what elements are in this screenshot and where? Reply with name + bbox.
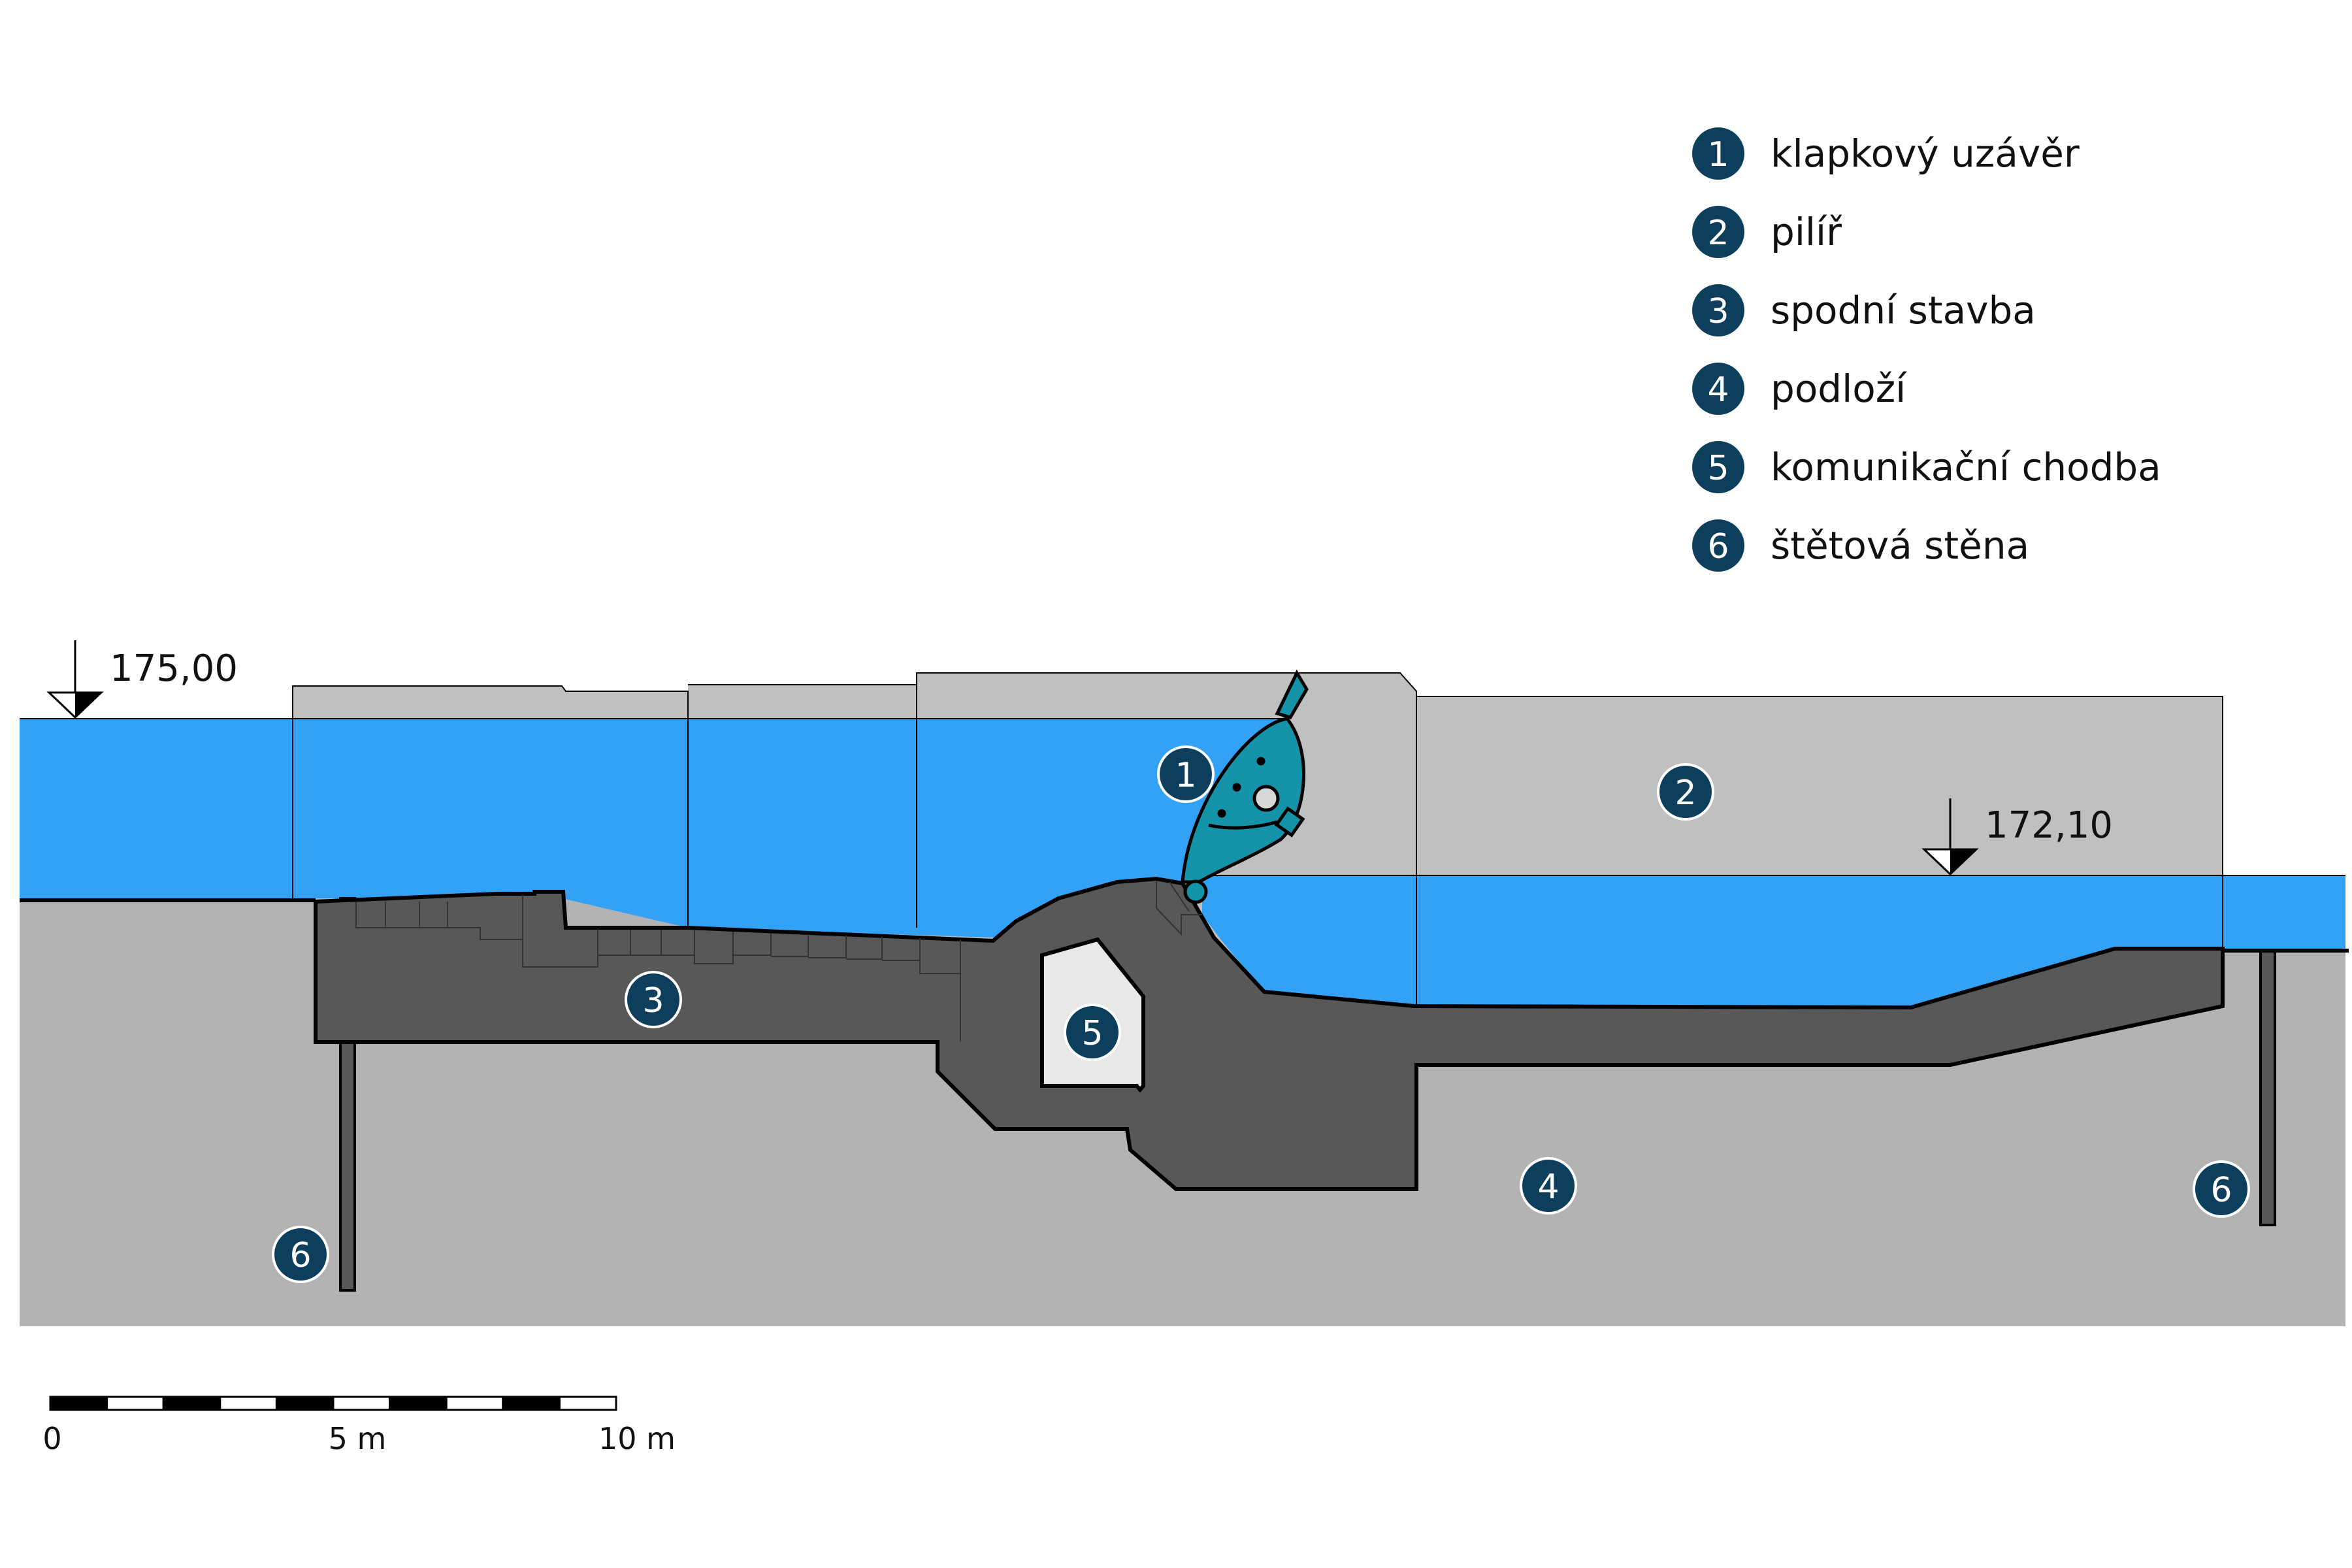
diagram-marker-5: 5 [1064,1004,1121,1061]
scale-bar-segment [502,1396,561,1411]
upstream-water [20,719,1282,938]
legend-label-1: klapkový uzávěr [1771,131,2080,176]
legend-badge-4-number: 4 [1707,370,1729,410]
legend-badge-4: 4 [1690,360,1747,417]
sheet-pile-wall-right [2259,949,2276,1226]
legend-badge-6-number: 6 [1707,527,1729,566]
scale-bar-segment [219,1396,278,1411]
diagram-marker-3: 3 [625,971,682,1028]
scale-bar-segment [162,1396,221,1411]
scale-bar-segment [558,1396,617,1411]
scale-bar-segment [332,1396,391,1411]
scale-bar-segment [389,1396,448,1411]
substructure-block-pattern [355,881,1202,1042]
legend: 1 klapkový uzávěr 2 pilíř 3 spodní stavba 4 pod… [1690,125,2161,574]
scale-bar-segment [275,1396,335,1411]
diagram-marker-2-number: 2 [1674,774,1696,813]
diagram-markers: 1 2 3 4 5 6 6 [272,745,2250,1283]
diagram-marker-3-number: 3 [642,981,664,1021]
ground-outline [20,898,2349,953]
pier-outlines [20,672,2345,1006]
scale-bar-segment [106,1396,165,1411]
level-downstream-label: 172,10 [1985,804,2113,847]
diagram-marker-6: 6 [272,1226,329,1283]
legend-badge-5-number: 5 [1707,449,1729,488]
legend-label-5: komunikační chodba [1771,445,2161,489]
legend-badge-5: 5 [1690,438,1747,496]
legend-label-3: spodní stavba [1771,288,2036,333]
legend-badge-3-number: 3 [1707,292,1729,331]
level-upstream-label: 175,00 [110,647,238,690]
scale-bar-label: 10 m [598,1421,676,1456]
diagram-marker-6-number: 6 [289,1236,311,1275]
legend-badge-3: 3 [1690,282,1747,339]
legend-badge-2: 2 [1690,203,1747,261]
legend-label-4: podloží [1771,367,1907,411]
legend-label-6: štětová stěna [1771,523,2029,568]
scale-bar-segment [445,1396,504,1411]
scale-bar: 0 5 m 10 m [42,1396,676,1456]
diagram-marker-4: 4 [1520,1157,1577,1215]
diagram-marker-4-number: 4 [1537,1168,1559,1207]
diagram-marker-5-number: 5 [1081,1014,1103,1053]
level-marker-downstream: 172,10 [1921,798,2113,876]
diagram-marker-2: 2 [1657,763,1714,821]
legend-badge-1-number: 1 [1707,135,1729,174]
scale-bar-label: 0 [42,1421,61,1456]
diagram-marker-6-number: 6 [2210,1171,2232,1210]
scale-bar-label: 5 m [329,1421,387,1456]
legend-badge-2-number: 2 [1707,214,1729,253]
scale-bar-segment [49,1396,108,1411]
legend-label-2: pilíř [1771,210,1842,254]
diagram-marker-1-number: 1 [1175,756,1196,795]
flap-gate [1181,669,1309,904]
legend-badge-6: 6 [1690,517,1747,574]
diagram-marker-6: 6 [2193,1160,2250,1218]
legend-badge-1: 1 [1690,125,1747,182]
downstream-water [1202,875,2345,1007]
diagram-marker-1: 1 [1157,745,1215,803]
level-marker-upstream: 175,00 [46,640,238,719]
